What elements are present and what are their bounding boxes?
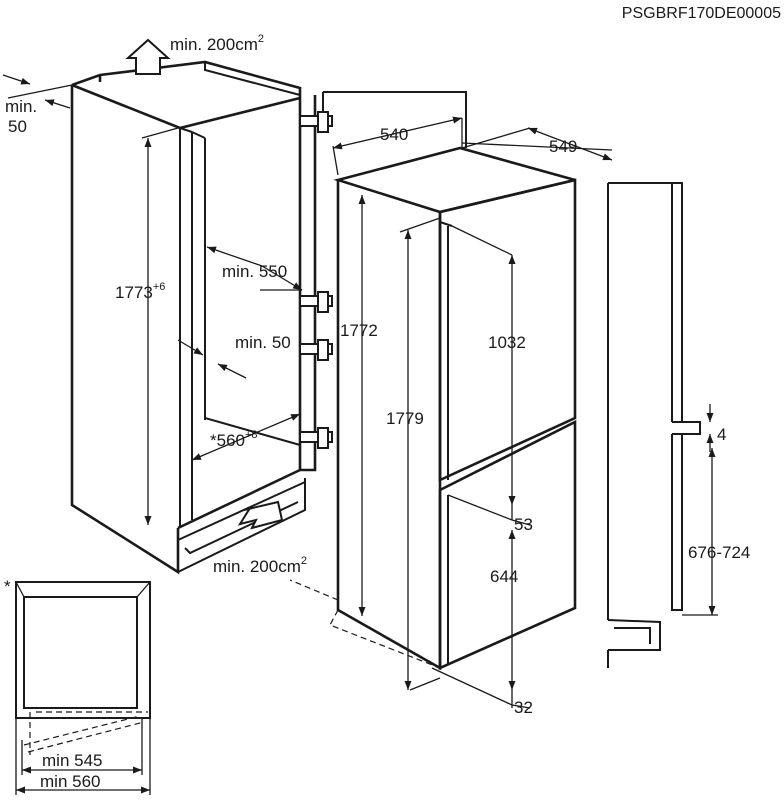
label-min-545: min 545	[42, 751, 102, 770]
label-height-1772: 1772	[340, 321, 378, 340]
vent-up-arrow-icon	[125, 38, 171, 75]
label-gap-val: 50	[8, 117, 27, 136]
label-freezer-door: 644	[490, 567, 518, 586]
label-depth-540: 540	[380, 125, 408, 144]
appliance-body	[289, 146, 577, 671]
label-min-560: min 560	[40, 772, 100, 791]
vent-bottom-arrow-icon	[237, 500, 284, 530]
side-view-panel	[607, 182, 701, 668]
label-door-range: 676-724	[688, 543, 750, 562]
label-min-50: min. 50	[235, 333, 291, 352]
hinge-icons	[299, 111, 333, 449]
label-fridge-door: 1032	[488, 333, 526, 352]
label-height-1779: 1779	[386, 409, 424, 428]
label-star: *	[4, 577, 11, 596]
product-code: PSGBRF170DE00005	[622, 5, 781, 22]
label-bottom-32: 32	[514, 698, 533, 717]
label-niche-width: *560+8	[210, 429, 258, 450]
label-gap-53: 53	[514, 515, 533, 534]
plan-view: * min 545 min 560	[4, 577, 151, 795]
label-vent-top: min. 200cm2	[170, 33, 264, 54]
label-niche-height: 1773+6	[115, 281, 165, 302]
label-side-4: 4	[717, 425, 726, 444]
label-vent-bottom: min. 200cm2	[213, 555, 307, 576]
label-depth-549: 549	[549, 137, 577, 156]
label-gap-min: min.	[5, 97, 37, 116]
label-depth-min-550: min. 550	[222, 262, 287, 281]
